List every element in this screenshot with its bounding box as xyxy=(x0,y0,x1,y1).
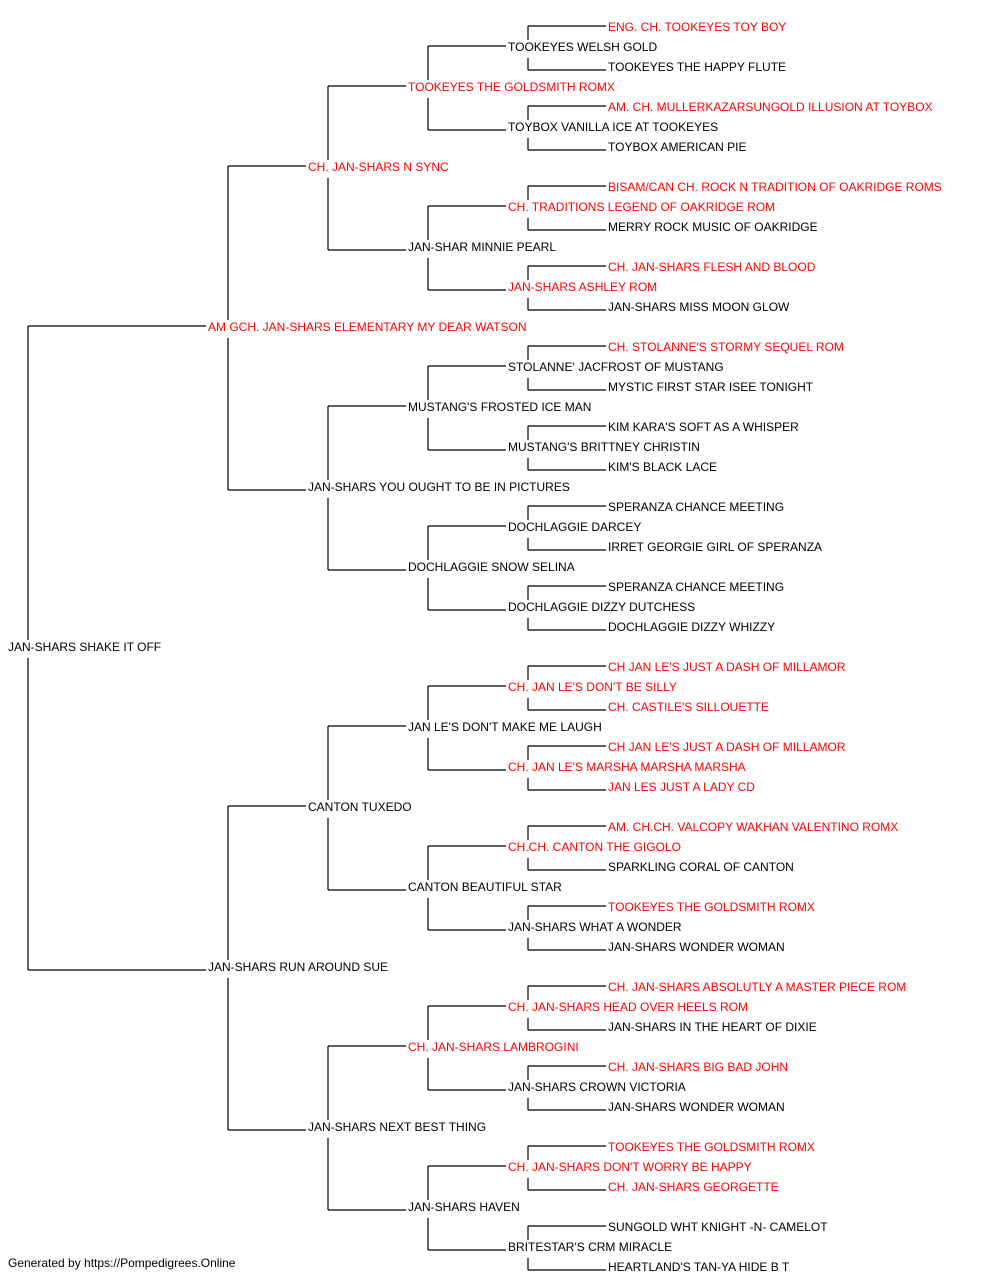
ancestor-name: TOOKEYES THE HAPPY FLUTE xyxy=(608,60,786,74)
ancestor-name: AM. CH. MULLERKAZARSUNGOLD ILLUSION AT T… xyxy=(608,100,933,114)
ancestor-name: TOYBOX AMERICAN PIE xyxy=(608,140,746,154)
ancestor-name: MUSTANG'S BRITTNEY CHRISTIN xyxy=(508,440,700,454)
ancestor-name: IRRET GEORGIE GIRL OF SPERANZA xyxy=(608,540,822,554)
ancestor-name: JAN-SHARS YOU OUGHT TO BE IN PICTURES xyxy=(308,480,570,494)
ancestor-name: SPARKLING CORAL OF CANTON xyxy=(608,860,794,874)
ancestor-name: DOCHLAGGIE DIZZY DUTCHESS xyxy=(508,600,695,614)
ancestor-name: MYSTIC FIRST STAR ISEE TONIGHT xyxy=(608,380,814,394)
ancestor-name: CH. JAN-SHARS FLESH AND BLOOD xyxy=(608,260,816,274)
ancestor-name: DOCHLAGGIE DARCEY xyxy=(508,520,641,534)
ancestor-name: JAN-SHARS WHAT A WONDER xyxy=(508,920,682,934)
ancestor-name: MERRY ROCK MUSIC OF OAKRIDGE xyxy=(608,220,818,234)
ancestor-name: JAN-SHARS WONDER WOMAN xyxy=(608,940,785,954)
ancestor-name: TOOKEYES THE GOLDSMITH ROMX xyxy=(608,900,815,914)
ancestor-name: JAN-SHARS MISS MOON GLOW xyxy=(608,300,790,314)
ancestor-name: CH. TRADITIONS LEGEND OF OAKRIDGE ROM xyxy=(508,200,775,214)
ancestor-name: MUSTANG'S FROSTED ICE MAN xyxy=(408,400,591,414)
ancestor-name: TOOKEYES THE GOLDSMITH ROMX xyxy=(408,80,615,94)
ancestor-name: CH. JAN LE'S DON'T BE SILLY xyxy=(508,680,677,694)
ancestor-name: JAN-SHARS WONDER WOMAN xyxy=(608,1100,785,1114)
ancestor-name: CH. JAN LE'S MARSHA MARSHA MARSHA xyxy=(508,760,746,774)
ancestor-name: CANTON BEAUTIFUL STAR xyxy=(408,880,562,894)
ancestor-name: JAN-SHARS ASHLEY ROM xyxy=(508,280,657,294)
ancestor-name: JAN LES JUST A LADY CD xyxy=(608,780,755,794)
ancestor-name: ENG. CH. TOOKEYES TOY BOY xyxy=(608,20,786,34)
ancestor-name: SPERANZA CHANCE MEETING xyxy=(608,500,784,514)
ancestor-name: CH. JAN-SHARS ABSOLUTLY A MASTER PIECE R… xyxy=(608,980,906,994)
ancestor-name: CH JAN LE'S JUST A DASH OF MILLAMOR xyxy=(608,660,846,674)
ancestor-name: CH. JAN-SHARS N SYNC xyxy=(308,160,449,174)
ancestor-name: TOOKEYES THE GOLDSMITH ROMX xyxy=(608,1140,815,1154)
ancestor-name: SUNGOLD WHT KNIGHT -N- CAMELOT xyxy=(608,1220,828,1234)
ancestor-name: JAN-SHARS CROWN VICTORIA xyxy=(508,1080,686,1094)
ancestor-name: CH. JAN-SHARS HEAD OVER HEELS ROM xyxy=(508,1000,748,1014)
ancestor-name: JAN-SHARS NEXT BEST THING xyxy=(308,1120,486,1134)
ancestor-name: JAN LE'S DON'T MAKE ME LAUGH xyxy=(408,720,602,734)
ancestor-name: CH. JAN-SHARS LAMBROGINI xyxy=(408,1040,579,1054)
subject-name: JAN-SHARS SHAKE IT OFF xyxy=(8,640,161,654)
ancestor-name: AM GCH. JAN-SHARS ELEMENTARY MY DEAR WAT… xyxy=(208,320,527,334)
ancestor-name: KIM'S BLACK LACE xyxy=(608,460,717,474)
ancestor-name: CH. JAN-SHARS DON'T WORRY BE HAPPY xyxy=(508,1160,752,1174)
ancestor-name: DOCHLAGGIE SNOW SELINA xyxy=(408,560,575,574)
ancestor-name: TOOKEYES WELSH GOLD xyxy=(508,40,657,54)
ancestor-name: JAN-SHAR MINNIE PEARL xyxy=(408,240,556,254)
ancestor-name: CH.CH. CANTON THE GIGOLO xyxy=(508,840,681,854)
ancestor-name: JAN-SHARS RUN AROUND SUE xyxy=(208,960,388,974)
ancestor-name: CH. JAN-SHARS GEORGETTE xyxy=(608,1180,779,1194)
ancestor-name: BISAM/CAN CH. ROCK N TRADITION OF OAKRID… xyxy=(608,180,942,194)
ancestor-name: CH. JAN-SHARS BIG BAD JOHN xyxy=(608,1060,788,1074)
ancestor-name: JAN-SHARS IN THE HEART OF DIXIE xyxy=(608,1020,817,1034)
ancestor-name: STOLANNE' JACFROST OF MUSTANG xyxy=(508,360,724,374)
footer-credit: Generated by https://Pompedigrees.Online xyxy=(8,1256,236,1270)
ancestor-name: SPERANZA CHANCE MEETING xyxy=(608,580,784,594)
ancestor-name: JAN-SHARS HAVEN xyxy=(408,1200,520,1214)
ancestor-name: CH. CASTILE'S SILLOUETTE xyxy=(608,700,769,714)
ancestor-name: KIM KARA'S SOFT AS A WHISPER xyxy=(608,420,799,434)
ancestor-name: TOYBOX VANILLA ICE AT TOOKEYES xyxy=(508,120,718,134)
ancestor-name: DOCHLAGGIE DIZZY WHIZZY xyxy=(608,620,775,634)
ancestor-name: CANTON TUXEDO xyxy=(308,800,412,814)
ancestor-name: CH JAN LE'S JUST A DASH OF MILLAMOR xyxy=(608,740,846,754)
ancestor-name: BRITESTAR'S CRM MIRACLE xyxy=(508,1240,672,1254)
ancestor-name: AM. CH.CH. VALCOPY WAKHAN VALENTINO ROMX xyxy=(608,820,898,834)
ancestor-name: HEARTLAND'S TAN-YA HIDE B T xyxy=(608,1260,790,1274)
ancestor-name: CH. STOLANNE'S STORMY SEQUEL ROM xyxy=(608,340,844,354)
